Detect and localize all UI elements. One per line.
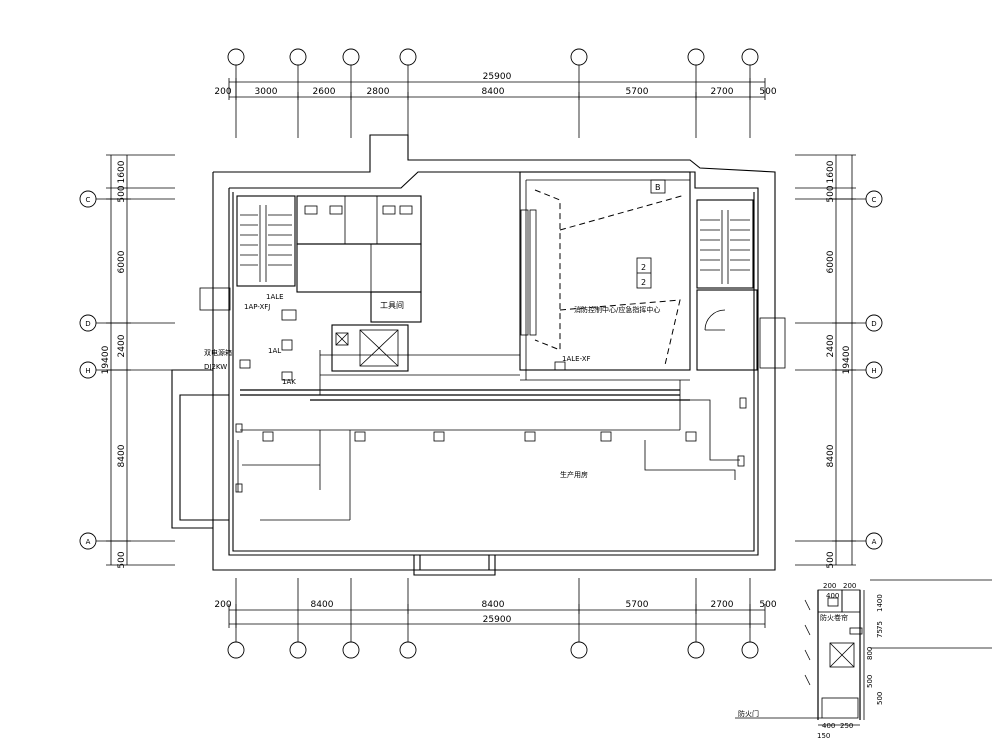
axis-bubble-top-5 [570,48,588,66]
wiring-lines [237,179,740,521]
row-axis-label: A [86,538,91,546]
axis-bubble-top-2 [289,48,307,66]
box-2b-label: 2 [641,278,646,287]
right-dim-seg: 1600 [826,160,836,183]
bottom-dim-seg: 2700 [711,600,734,610]
bottom-dim-seg: 8400 [311,600,334,610]
left-dim-seg: 500 [117,551,127,568]
left-dim-seg: 500 [117,185,127,202]
detail-dim: 150 [817,732,830,740]
elevator-shaft [331,324,409,372]
right-dimensions: 1600 500 6000 2400 8400 500 19400 [795,154,856,569]
panel-dj2kw-note: 双电源箱 [204,348,232,357]
left-dim-seg: 2400 [117,334,127,357]
panel-1ale-xf [554,361,566,371]
top-dimensions: 25900 200 3000 2600 2800 8400 5700 2700 … [214,72,777,100]
top-dim-seg: 2600 [313,87,336,97]
bottom-dim-seg: 8400 [482,600,505,610]
panel-1ale-label: 1ALE [266,293,284,301]
light-fixtures [235,397,747,493]
box-2a-label: 2 [641,263,646,272]
detail-label: 防火门 [738,709,759,718]
row-axis-label: D [85,320,90,328]
right-dim-seg: 8400 [826,444,836,467]
right-stair [696,199,786,371]
tool-room-label: 工具间 [380,301,404,310]
top-dim-seg: 500 [759,87,776,97]
top-dim-seg: 3000 [255,87,278,97]
axis-bubble-top-6 [687,48,705,66]
panel-1ak-label: 1AK [282,378,296,386]
bottom-dim-seg: 5700 [626,600,649,610]
right-total-dim: 19400 [842,345,852,374]
top-total-dim: 25900 [483,72,512,82]
left-dimensions: 1600 500 6000 2400 8400 500 19400 [101,154,175,569]
detail-label: 防火卷帘 [820,613,848,622]
top-dim-seg: 5700 [626,87,649,97]
row-axis-label: H [871,367,876,375]
row-axis-label: H [85,367,90,375]
toilet-block [296,195,422,320]
panel-1ap-xfj [281,309,297,321]
left-row-axes: C D H A [79,190,175,550]
bottom-dimensions: 200 8400 8400 5700 2700 500 25900 [214,600,777,628]
right-dim-seg: 500 [826,185,836,202]
detail-dim: 400 [826,592,839,600]
building-outline [171,134,776,576]
top-dim-seg: 2700 [711,87,734,97]
detail-inset: 200 200 400 1400 75 75 800 500 500 400 2… [735,579,992,740]
panel-1ap-xfj-label: 1AP-XFJ [244,303,270,311]
right-dim-seg: 500 [826,551,836,568]
detail-dim: 200 [843,582,856,590]
panel-1ale-xf-label: 1ALE-XF [562,355,591,363]
detail-dim: 1400 [876,594,884,612]
tool-room: 工具间 [370,291,422,323]
top-dim-seg: 8400 [482,87,505,97]
panel-1al-label: 1AL [268,347,281,355]
bottom-dim-seg: 500 [759,600,776,610]
row-axis-label: C [872,196,877,204]
detail-dim: 200 [823,582,836,590]
panel-dj2kw-label: DJ2KW [204,363,227,371]
detail-dim: 75 [876,621,884,630]
detail-dim: 800 [866,647,874,660]
axis-bubble-top-7 [741,48,759,66]
axis-bubble-top-3 [342,48,360,66]
fire-control-room: B 2 2 消防控制中心/应急指挥中心 [519,171,691,371]
row-axis-label: D [871,320,876,328]
panel-dj2kw [239,359,251,369]
detail-dim: 75 [876,629,884,638]
electrical-panels: 1ALE 1AP-XFJ 1AL 1AK 1ALE-XF 双电源箱 DJ2KW [204,293,591,386]
fire-control-label: 消防控制中心/应急指挥中心 [574,305,660,314]
axis-bubble-top-1 [227,48,245,66]
right-dim-seg: 2400 [826,334,836,357]
detail-dim: 500 [876,692,884,705]
left-dim-seg: 6000 [117,250,127,273]
axis-bubble-top-4 [399,48,417,66]
detail-dim: 400 [822,722,835,730]
panel-1ak [281,371,293,381]
left-dim-seg: 8400 [117,444,127,467]
row-axis-label: A [872,538,877,546]
right-row-axes: C D H A [795,190,883,550]
box-b-label: B [655,183,661,192]
top-grid-axes [227,48,759,138]
cable-trays [240,350,690,431]
right-dim-seg: 6000 [826,250,836,273]
row-axis-label: C [86,196,91,204]
panel-1al [281,339,293,351]
detail-dim: 250 [840,722,853,730]
top-dim-seg: 200 [214,87,231,97]
detail-dim: 500 [866,675,874,688]
bottom-dim-seg: 200 [214,600,231,610]
left-stair [199,195,296,311]
left-dim-seg: 1600 [117,160,127,183]
top-dim-seg: 2800 [367,87,390,97]
bottom-total-dim: 25900 [483,615,512,625]
left-total-dim: 19400 [101,345,111,374]
production-room-label: 生产用房 [560,470,588,479]
